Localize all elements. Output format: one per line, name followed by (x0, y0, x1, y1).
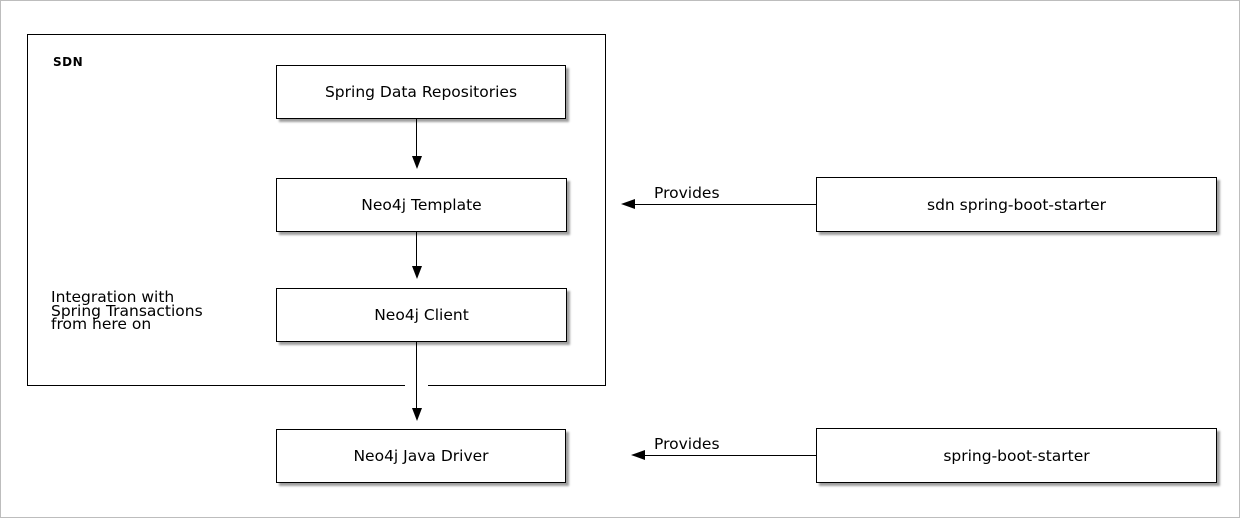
node-neo4j-template-label: Neo4j Template (361, 196, 482, 214)
node-neo4j-java-driver: Neo4j Java Driver (276, 429, 566, 483)
arrow-sdn-starter-to-template-stem (633, 203, 816, 205)
arrow-down-icon (411, 266, 422, 279)
node-spring-data-repositories: Spring Data Repositories (276, 65, 566, 119)
node-neo4j-client: Neo4j Client (276, 288, 567, 342)
node-neo4j-template: Neo4j Template (276, 178, 567, 232)
arrow-client-to-driver-stem (415, 342, 418, 409)
sdn-group-box: SDN (27, 34, 606, 386)
node-spring-data-repositories-label: Spring Data Repositories (324, 83, 518, 101)
integration-note-line-3: from here on (51, 315, 152, 333)
node-spring-boot-starter: spring-boot-starter (816, 428, 1217, 483)
node-spring-boot-starter-label: spring-boot-starter (943, 446, 1090, 465)
provides-label-top: Provides (654, 184, 720, 202)
node-sdn-spring-boot-starter: sdn spring-boot-starter (816, 177, 1217, 232)
arrow-template-to-client-stem (415, 232, 418, 267)
arrow-left-icon (621, 198, 635, 209)
integration-note-line-1: Integration with (51, 288, 175, 306)
arrow-boot-starter-to-driver-stem (643, 454, 816, 457)
node-sdn-spring-boot-starter-label: sdn spring-boot-starter (927, 195, 1106, 214)
arrow-down-icon (411, 408, 422, 421)
provides-label-bottom: Provides (654, 435, 720, 453)
sdn-group-label: SDN (53, 55, 84, 69)
arrow-repositories-to-template-stem (415, 119, 418, 157)
node-neo4j-client-label: Neo4j Client (374, 306, 469, 324)
arrow-down-icon (411, 156, 422, 169)
arrow-left-icon (631, 450, 645, 460)
integration-note-line-2: Spring Transactions (51, 301, 203, 320)
integration-note: Integration with Spring Transactions fro… (51, 288, 203, 333)
node-neo4j-java-driver-label: Neo4j Java Driver (353, 447, 489, 465)
